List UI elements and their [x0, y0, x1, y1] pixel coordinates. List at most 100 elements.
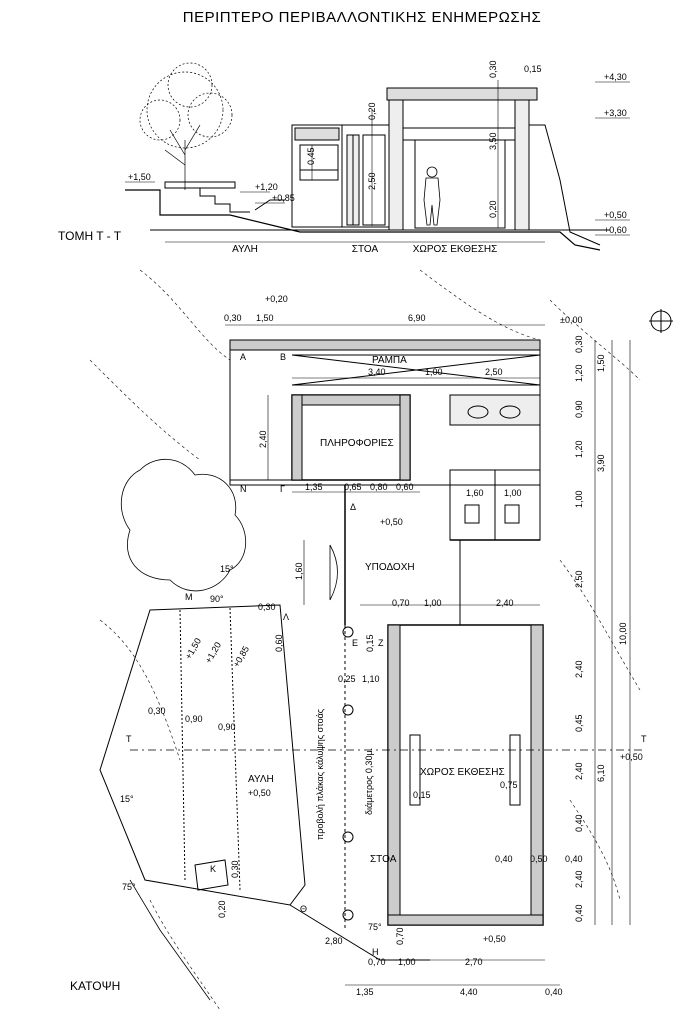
room-label-reception: ΥΠΟΔΟΧΗ: [365, 562, 415, 573]
room-label-info: ΠΛΗΡΟΦΟΡΙΕΣ: [320, 438, 394, 449]
dim-label: 1,60: [294, 562, 304, 580]
level-label: +0,50: [248, 788, 271, 798]
level-label: +3,30: [604, 108, 627, 118]
zone-label-courtyard: ΑΥΛΗ: [232, 244, 258, 255]
point-marker: Η: [372, 947, 379, 957]
point-marker: Β: [280, 352, 286, 362]
level-label: ±0,00: [560, 315, 582, 325]
level-label: +1,50: [128, 172, 151, 182]
point-marker: Ν: [240, 484, 247, 494]
dim-label: 0,60: [396, 482, 414, 492]
point-marker: Θ: [300, 904, 307, 914]
dim-label: 2,50: [367, 172, 377, 190]
dim-label: 1,35: [356, 987, 374, 997]
dim-label: 3,40: [368, 367, 386, 377]
dim-label: 0,65: [344, 482, 362, 492]
point-marker: Ζ: [378, 638, 384, 648]
room-label-courtyard: ΑΥΛΗ: [248, 774, 274, 785]
dim-label: 0,15: [365, 634, 375, 652]
cut-marker-right: Τ: [641, 734, 647, 744]
room-label-stoa: ΣΤΟΑ: [370, 854, 397, 865]
dim-label: 0,90: [185, 714, 203, 724]
dim-label: 2,40: [574, 762, 584, 780]
dim-label: 0,20: [217, 900, 227, 918]
level-label: +0,50: [380, 517, 403, 527]
dim-label: 0,40: [565, 854, 583, 864]
dim-label: 3,90: [596, 454, 606, 472]
dim-label: 0,40: [545, 987, 563, 997]
dim-label: 1,00: [574, 490, 584, 508]
dim-label: 0,30: [148, 706, 166, 716]
note-column-diameter: διάμετρος 0,30μ.: [364, 748, 374, 815]
point-marker: Μ: [185, 592, 193, 602]
dim-label: 4,40: [460, 987, 478, 997]
point-marker: Κ: [210, 864, 216, 874]
dim-label: 0,30: [224, 313, 242, 323]
dim-label: 0,30: [574, 335, 584, 353]
level-label: +0,50: [483, 934, 506, 944]
dim-label: 0,70: [368, 957, 386, 967]
angle-label: 15°: [120, 794, 134, 804]
level-label: +1,50: [183, 636, 203, 661]
angle-label: 90°: [210, 594, 224, 604]
angle-label: 15°: [220, 564, 234, 574]
dim-label: 0,30: [230, 860, 240, 878]
plan-labels: ΚΑΤΟΨΗ ΡΑΜΠΑ ΠΛΗΡΟΦΟΡΙΕΣ ΥΠΟΔΟΧΗ ΧΩΡΟΣ Ε…: [70, 294, 647, 997]
point-marker: Λ: [283, 612, 289, 622]
level-label: +0,20: [265, 294, 288, 304]
level-label: +0,50: [604, 210, 627, 220]
zone-label-exhibition: ΧΩΡΟΣ ΕΚΘΕΣΗΣ: [413, 244, 498, 255]
dim-label: 1,00: [424, 598, 442, 608]
dim-label: 0,70: [395, 927, 405, 945]
dim-label: 0,70: [392, 598, 410, 608]
dim-label: 0,40: [495, 854, 513, 864]
dim-label: 2,40: [496, 598, 514, 608]
dim-label: 1,10: [362, 674, 380, 684]
dim-label: 2,50: [574, 570, 584, 588]
dim-label: 0,90: [574, 400, 584, 418]
point-marker: Γ: [280, 484, 285, 494]
level-label: +0,50: [620, 752, 643, 762]
dim-label: 0,15: [524, 64, 542, 74]
dim-label: 6,10: [596, 764, 606, 782]
section-title: ΤΟΜΗ Τ - Τ: [58, 229, 122, 243]
point-marker: Α: [240, 352, 246, 362]
dim-label: 0,60: [274, 634, 284, 652]
level-label: +0,85: [272, 193, 295, 203]
level-label: +1,20: [255, 182, 278, 192]
dim-label: 0,15: [413, 790, 431, 800]
level-label: +0,85: [231, 644, 251, 669]
dim-label: 0,90: [218, 722, 236, 732]
note-roof-projection: προβολή πλάκας κάλυψης στοάς: [315, 708, 325, 840]
dim-label: 2,40: [258, 430, 268, 448]
dim-label: 0,40: [574, 814, 584, 832]
dim-label: 1,50: [256, 313, 274, 323]
dim-label: 1,20: [574, 440, 584, 458]
dim-label: 0,75: [500, 780, 518, 790]
dim-label: 0,20: [367, 102, 377, 120]
tree-plan: [121, 458, 247, 592]
angle-label: 75°: [122, 882, 136, 892]
dim-label: 0,50: [530, 854, 548, 864]
dim-label: 6,90: [408, 313, 426, 323]
room-label-exhibition: ΧΩΡΟΣ ΕΚΘΕΣΗΣ: [420, 767, 505, 778]
point-marker: Ε: [352, 638, 358, 648]
dim-label: 0,45: [306, 147, 316, 165]
dim-label: 2,70: [465, 957, 483, 967]
dim-label: 1,00: [425, 367, 443, 377]
dim-label: 2,40: [574, 660, 584, 678]
dim-label: 1,20: [574, 364, 584, 382]
dim-label: 1,35: [305, 482, 323, 492]
plan-title: ΚΑΤΟΨΗ: [70, 979, 120, 993]
level-label: +1,20: [203, 640, 223, 665]
dim-label: 0,30: [488, 60, 498, 78]
cut-marker-left: Τ: [126, 734, 132, 744]
tree-elevation: [139, 62, 233, 190]
dim-label: 1,00: [398, 957, 416, 967]
level-label: +0,60: [604, 225, 627, 235]
level-label: +4,30: [604, 72, 627, 82]
dim-label-total: 10,00: [618, 622, 628, 645]
dim-label: 0,80: [370, 482, 388, 492]
dim-label: 0,20: [488, 200, 498, 218]
